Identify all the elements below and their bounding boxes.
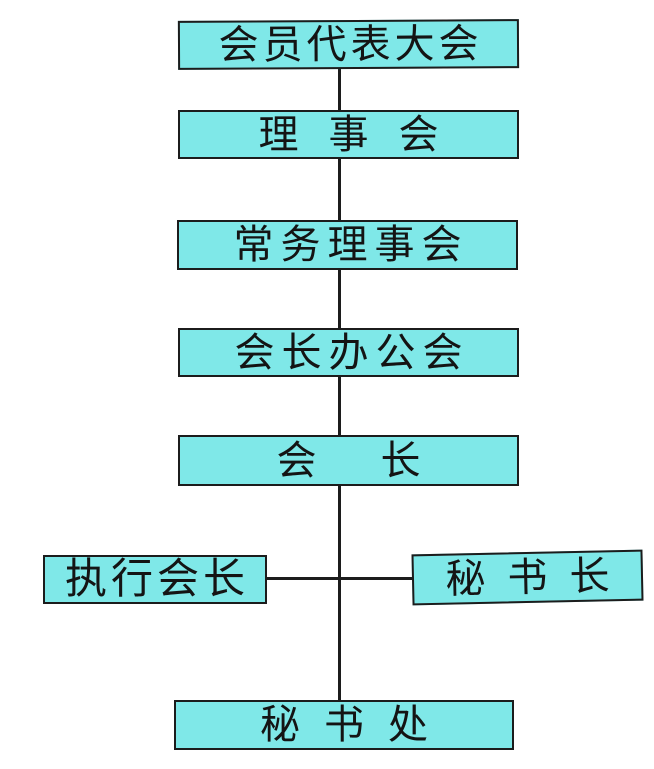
- org-node-president-office: 会长办公会: [178, 328, 519, 377]
- org-node-council: 理事会: [178, 110, 519, 159]
- org-node-label: 会员代表大会: [218, 20, 483, 68]
- org-node-secretariat: 秘书处: [174, 700, 514, 750]
- org-node-members-assembly: 会员代表大会: [177, 19, 520, 70]
- connector-horizontal-branch: [266, 577, 413, 580]
- org-node-label: 秘书长: [445, 552, 632, 602]
- org-node-label: 常务理事会: [233, 222, 469, 267]
- org-node-president: 会长: [178, 435, 519, 486]
- org-node-label: 会长办公会: [234, 329, 470, 375]
- org-node-label: 理事会: [258, 111, 469, 157]
- connector-vertical-spine: [338, 66, 341, 702]
- org-node-standing-council: 常务理事会: [177, 220, 518, 270]
- org-node-label: 会长: [276, 437, 485, 483]
- org-node-label: 秘书处: [260, 702, 452, 747]
- org-node-secretary-general: 秘书长: [411, 549, 644, 606]
- org-node-label: 执行会长: [64, 556, 249, 603]
- org-node-executive-president: 执行会长: [43, 555, 267, 604]
